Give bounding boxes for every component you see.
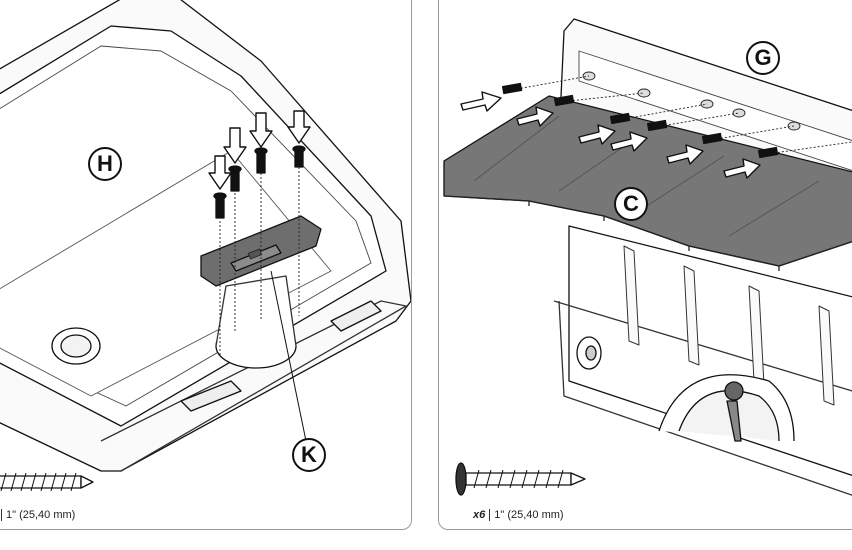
- right-arrows: [460, 91, 761, 179]
- callout-h: H: [88, 147, 122, 181]
- screw-quantity: x6: [473, 509, 486, 521]
- label-separator: [1, 509, 2, 521]
- left-illustration-panel: H K 1" (25,40 mm): [0, 0, 412, 530]
- screw-diagram-left: [0, 472, 94, 492]
- label-separator: [489, 509, 491, 521]
- callout-c: C: [614, 187, 648, 221]
- callout-g: G: [746, 41, 780, 75]
- callout-k: K: [292, 438, 326, 472]
- left-panel-drawing: [0, 0, 411, 492]
- screw-size-text: 1" (25,40 mm): [6, 509, 76, 521]
- down-arrows: [208, 110, 311, 190]
- screw-group-right: [501, 82, 779, 159]
- left-screw-label: 1" (25,40 mm): [1, 509, 75, 521]
- right-panel-drawing: [443, 18, 852, 496]
- right-illustration-panel: G C x6 1" (25,40 mm): [438, 0, 852, 530]
- lower-housing: [568, 225, 852, 477]
- screw-diagram-right: [455, 462, 586, 496]
- screw-group-left: [213, 145, 306, 219]
- screw-size-text: 1" (25,40 mm): [494, 509, 564, 521]
- right-screw-label: x6 1" (25,40 mm): [473, 509, 564, 521]
